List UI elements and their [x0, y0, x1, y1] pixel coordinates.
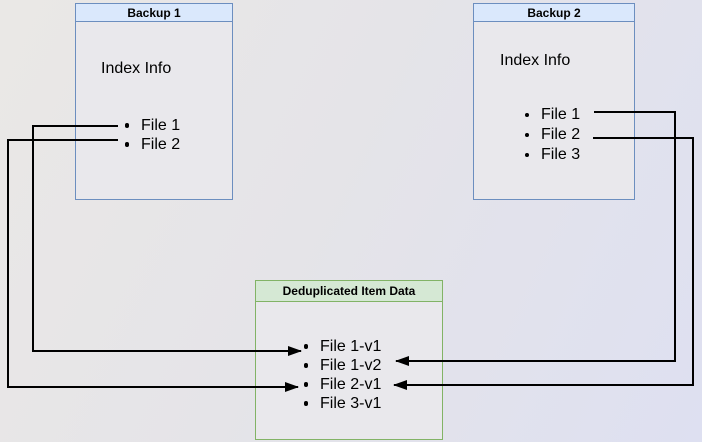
bullet-icon: [120, 138, 134, 152]
file-label: File 2: [141, 135, 181, 153]
dedup-item: File 2-v1: [299, 375, 381, 394]
backup1-box: Backup 1 Index Info File 1 File 2: [75, 3, 233, 200]
bullet-icon: [120, 119, 134, 133]
file-label: File 3: [541, 146, 581, 163]
file-version-label: File 2-v1: [320, 375, 382, 393]
bullet-icon: [520, 108, 534, 122]
backup2-file-list: File 1 File 2 File 3: [520, 105, 580, 165]
bullet-icon: [520, 148, 534, 162]
file-version-label: File 3-v1: [320, 394, 382, 412]
file-label: File 1: [141, 116, 181, 134]
bullet-icon: [299, 359, 313, 373]
bullet-icon: [520, 128, 534, 142]
file-version-label: File 1-v2: [320, 356, 382, 374]
file-version-label: File 1-v1: [320, 337, 382, 355]
file-label: File 2: [541, 126, 581, 143]
backup2-file-item: File 1: [520, 105, 580, 125]
backup2-index-info-label: Index Info: [500, 52, 571, 69]
backup1-file-item: File 1: [120, 116, 180, 135]
bullet-icon: [299, 397, 313, 411]
backup1-index-info-label: Index Info: [101, 60, 172, 77]
backup1-file-item: File 2: [120, 135, 180, 154]
backup1-title: Backup 1: [76, 4, 232, 22]
dedup-title: Deduplicated Item Data: [256, 281, 442, 302]
dedup-item: File 1-v1: [299, 337, 381, 356]
backup2-file-item: File 2: [520, 125, 580, 145]
dedup-item: File 3-v1: [299, 394, 381, 413]
deduplicated-item-data-box: Deduplicated Item Data File 1-v1 File 1-…: [255, 280, 443, 440]
bullet-icon: [299, 378, 313, 392]
file-label: File 1: [541, 106, 581, 123]
dedup-item: File 1-v2: [299, 356, 381, 375]
backup2-file-item: File 3: [520, 145, 580, 165]
bullet-icon: [299, 340, 313, 354]
backup2-box: Backup 2 Index Info File 1 File 2 File 3: [473, 3, 635, 200]
dedup-item-list: File 1-v1 File 1-v2 File 2-v1 File 3-v1: [299, 337, 381, 413]
backup2-title: Backup 2: [474, 4, 634, 22]
backup1-file-list: File 1 File 2: [120, 116, 180, 154]
